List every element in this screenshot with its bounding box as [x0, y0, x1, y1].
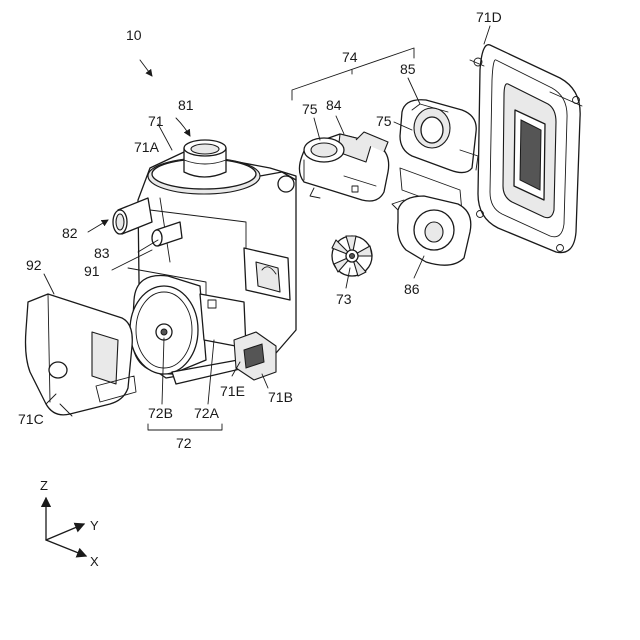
axis-z-label: Z — [40, 478, 48, 493]
label-86: 86 — [404, 281, 420, 297]
casing-85 — [400, 100, 478, 212]
axis-x-label: X — [90, 554, 99, 569]
casing-86 — [392, 196, 471, 265]
label-71E: 71E — [220, 383, 245, 399]
label-72: 72 — [176, 435, 192, 451]
label-84: 84 — [326, 97, 342, 113]
side-cover — [26, 294, 137, 416]
label-71B: 71B — [268, 389, 293, 405]
label-85: 85 — [400, 61, 416, 77]
back-cover-plate — [470, 45, 582, 253]
main-housing — [113, 140, 296, 384]
label-75-left: 75 — [302, 101, 318, 117]
label-92: 92 — [26, 257, 42, 273]
label-73: 73 — [336, 291, 352, 307]
coordinate-axes: Z Y X — [40, 478, 99, 569]
label-83: 83 — [94, 245, 110, 261]
label-71: 71 — [148, 113, 164, 129]
label-71D: 71D — [476, 9, 502, 25]
label-72A: 72A — [194, 405, 220, 421]
label-10: 10 — [126, 27, 142, 43]
label-91: 91 — [84, 263, 100, 279]
fan-casing-84 — [299, 132, 388, 201]
label-75-right: 75 — [376, 113, 392, 129]
label-74: 74 — [342, 49, 358, 65]
impeller — [332, 236, 372, 276]
label-71C: 71C — [18, 411, 44, 427]
axis-y-label: Y — [90, 518, 99, 533]
label-72B: 72B — [148, 405, 173, 421]
label-71A: 71A — [134, 139, 160, 155]
label-82: 82 — [62, 225, 78, 241]
label-81: 81 — [178, 97, 194, 113]
